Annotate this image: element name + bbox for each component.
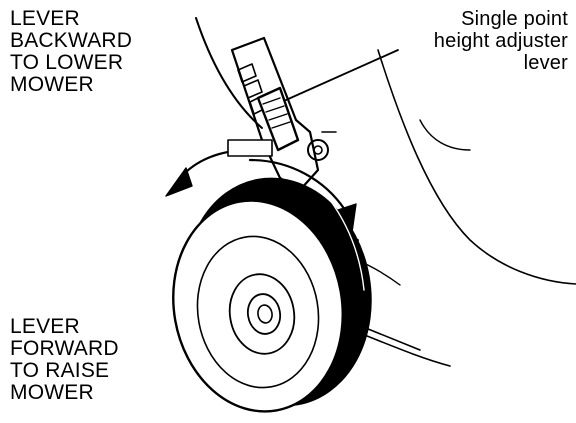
lower-label-line-4: MOWER	[10, 73, 94, 96]
adjuster-leader-line	[285, 49, 399, 101]
forward-arrow-arc	[248, 158, 347, 212]
wheel-hub-inner	[246, 293, 282, 335]
lower-mower-label: LEVER BACKWARD TO LOWER MOWER	[10, 8, 132, 96]
adjuster-label-line-1: Single point	[461, 8, 568, 30]
backward-arrow-head	[165, 167, 193, 197]
wheel-axle-cap	[257, 304, 273, 324]
lower-label-line-3: TO LOWER	[10, 51, 124, 74]
pivot-bolt	[307, 139, 329, 161]
lower-label-line-1: LEVER	[10, 7, 80, 30]
raise-label-line-1: LEVER	[10, 315, 80, 338]
raise-label-line-3: TO RAISE	[10, 359, 110, 382]
adjuster-label-line-2: height adjuster	[433, 30, 568, 52]
adjuster-lever	[256, 86, 300, 152]
raise-mower-label: LEVER FORWARD TO RAISE MOWER	[10, 316, 119, 404]
mower-deck-outline	[195, 17, 263, 129]
raise-label-line-4: MOWER	[10, 381, 94, 404]
bracket-slot-1	[237, 63, 257, 83]
bracket-slot-2	[243, 79, 263, 99]
mower-deck-edge	[377, 49, 576, 285]
raise-label-line-2: FORWARD	[10, 337, 119, 360]
deck-inner-curve	[419, 119, 471, 151]
adjuster-lever-label: Single point height adjuster lever	[434, 8, 568, 74]
wheel-hub-outer	[228, 273, 296, 355]
wheel-rim	[196, 235, 320, 389]
adjuster-label-line-3: lever	[523, 52, 568, 74]
lower-label-line-2: BACKWARD	[10, 29, 133, 52]
